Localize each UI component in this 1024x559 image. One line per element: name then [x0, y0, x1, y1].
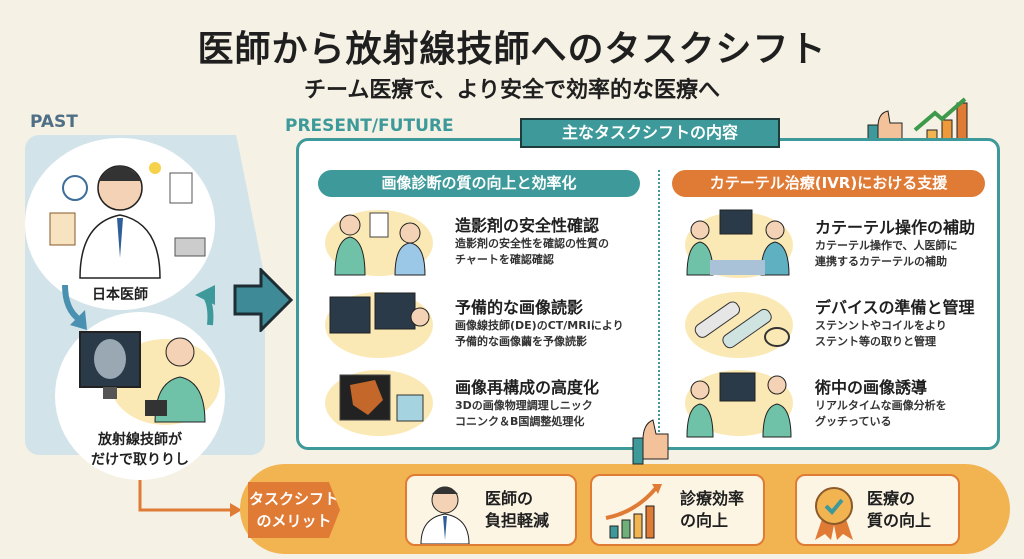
page-title: 医師から放射線技師へのタスクシフト — [197, 29, 827, 70]
right-arrow-icon — [233, 268, 293, 332]
item-title: 術中の画像誘導 — [815, 378, 928, 397]
item-desc: 造影剤の安全性を確認の性質の — [455, 237, 609, 250]
item-desc: コニンク＆B国調整処理化 — [455, 415, 585, 428]
item-desc: グッチっている — [815, 415, 892, 428]
doctor-circle: 日本医師 — [25, 138, 215, 310]
merit-card-quality: 医療の質の向上 — [795, 474, 960, 546]
merits-tag-line2: のメリット — [256, 512, 332, 530]
right-illustrations — [686, 209, 792, 438]
left-illustrations — [329, 212, 430, 422]
merit-text: 負担軽減 — [485, 511, 550, 530]
present-future-label: PRESENT/FUTURE — [285, 116, 454, 136]
connector-arrow-icon — [138, 480, 242, 517]
award-badge-icon — [815, 487, 853, 540]
doctor-label: 日本医師 — [92, 287, 148, 303]
item-title: 画像再構成の高度化 — [455, 378, 600, 397]
merits-tag: タスクシフト のメリット — [248, 482, 340, 538]
item-title: カテーテル操作の補助 — [815, 218, 976, 237]
merit-card-efficiency: 診療効率の向上 — [590, 474, 765, 546]
item-desc: カテーテル操作で、人医師に — [815, 239, 958, 252]
item-desc: ステンントやコイルをより — [815, 319, 947, 332]
content-banner: 主なタスクシフトの内容 — [520, 118, 780, 148]
item-desc: 3Dの画像物理調理しニック — [455, 399, 593, 412]
item-title: 造影剤の安全性確認 — [455, 216, 600, 235]
doctor-icon — [420, 486, 470, 544]
section-divider — [658, 170, 660, 440]
merits-tag-line1: タスクシフト — [248, 490, 339, 508]
merit-text: 医療の — [867, 489, 916, 508]
rising-chart-icon — [605, 484, 662, 539]
past-label: PAST — [30, 112, 78, 132]
item-desc: 予備的な画像繭を予像読影 — [455, 335, 587, 348]
technologist-label-1: 放射線技師が — [98, 432, 182, 448]
ivr-section-header: カテーテル治療(IVR)における支援 — [672, 170, 985, 197]
technologist-circle: 放射線技師が だけで取りりし — [55, 312, 225, 480]
merit-card-burden: 医師の負担軽減 — [405, 474, 577, 546]
merit-text: 医師の — [485, 489, 534, 508]
merit-text: の向上 — [680, 511, 729, 530]
imaging-section-header: 画像診断の質の向上と効率化 — [318, 170, 640, 197]
merit-text: 質の向上 — [867, 511, 932, 530]
item-desc: リアルタイムな画像分析を — [815, 399, 947, 412]
thumbs-up-icon — [632, 419, 669, 465]
merit-text: 診療効率 — [680, 489, 745, 508]
item-title: 予備的な画像読影 — [455, 298, 584, 317]
item-desc: 連携するカテーテルの補助 — [815, 255, 947, 268]
item-desc: ステント等の取りと管理 — [815, 335, 936, 348]
cycle-arrows-icon — [62, 284, 215, 330]
item-title: デバイスの準備と管理 — [815, 298, 975, 317]
technologist-label-2: だけで取りりし — [91, 452, 189, 468]
busy-doctor-illustration — [49, 162, 206, 279]
page-subtitle: チーム医療で、より安全で効率的な医療へ — [303, 78, 721, 103]
item-desc: チャートを確認確認 — [455, 253, 554, 266]
item-desc: 画像線技師(DE)のCT/MRIにより — [455, 319, 624, 332]
technologist-illustration — [79, 331, 220, 425]
